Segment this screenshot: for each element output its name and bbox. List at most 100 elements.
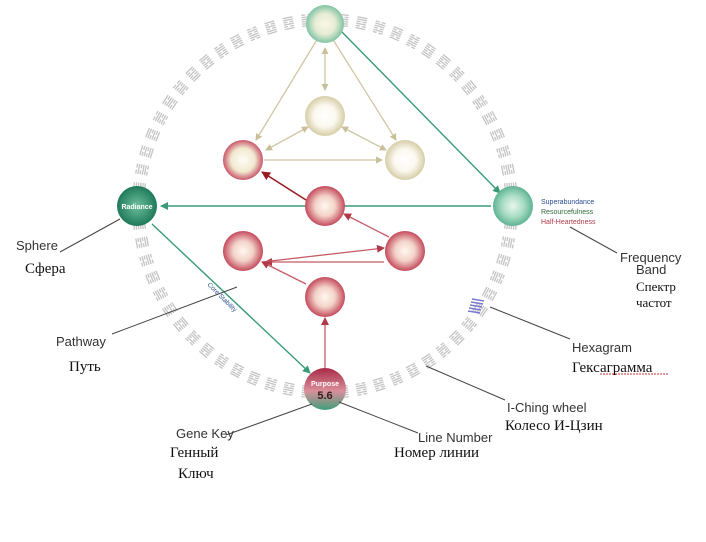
- hexagram-line: [151, 130, 157, 140]
- hexagram-line: [398, 30, 403, 34]
- hexagram-line: [461, 70, 465, 75]
- sphere-mid-left: [223, 231, 263, 271]
- hexagram-line: [489, 275, 493, 281]
- hexagram-line: [511, 163, 515, 174]
- hexagram-line: [409, 35, 420, 42]
- hexagram-line: [389, 36, 400, 42]
- hexagram-line: [247, 378, 252, 382]
- hexagram-line: [205, 342, 215, 350]
- hexagram-line: [230, 370, 241, 377]
- hexagram-glyph-mark: [145, 127, 161, 142]
- hexagram-line: [178, 326, 182, 331]
- hexagram-line: [485, 113, 489, 119]
- hexagram-line: [509, 237, 513, 249]
- hexagram-line: [253, 30, 259, 33]
- hexagram-line: [421, 52, 431, 59]
- hexagram-line: [455, 340, 459, 345]
- hexagram-line: [421, 353, 431, 360]
- hexagram-line: [143, 145, 146, 151]
- hexagram-line: [379, 28, 384, 31]
- hexagram-line: [250, 370, 261, 376]
- hexagram-glyph-mark: [405, 33, 421, 50]
- hexagram-line: [505, 243, 508, 248]
- hexagram-line: [185, 66, 194, 75]
- hexagram-line: [474, 99, 481, 109]
- hexagram-line: [191, 67, 195, 72]
- hexagram-line: [373, 380, 378, 384]
- hexagram-glyph-mark: [389, 26, 404, 42]
- hexagram-line: [362, 388, 367, 391]
- hexagram-line: [497, 128, 503, 139]
- hexagram-line: [453, 334, 462, 343]
- freq-resourcefulness: Resourcefulness: [541, 209, 594, 216]
- hexagram-line: [438, 345, 447, 353]
- hexagram-glyph-mark: [435, 342, 452, 359]
- spheres: [117, 5, 533, 410]
- hexagram-line: [158, 288, 162, 293]
- hexagram-line: [145, 127, 151, 138]
- hexagram-line: [495, 129, 499, 134]
- hexagram-line: [224, 356, 229, 360]
- hexagram-line: [136, 163, 139, 168]
- hexagram-line: [198, 53, 208, 62]
- hexagram-line: [356, 18, 368, 22]
- hexagram-line: [375, 387, 386, 392]
- hexagram-line: [439, 57, 444, 61]
- hexagram-line: [267, 377, 272, 380]
- hexagram-glyph-mark: [500, 236, 515, 249]
- hexagram-line: [217, 51, 222, 56]
- hexagram-line: [185, 337, 189, 342]
- hexagram-line: [428, 356, 433, 361]
- hexagram-line: [149, 253, 153, 258]
- hexagram-line: [427, 43, 437, 50]
- hexagram-line: [484, 99, 488, 104]
- hexagram-line: [423, 48, 428, 52]
- hexagram-line: [435, 62, 445, 70]
- hexagram-glyph-mark: [185, 329, 202, 346]
- hexagram-line: [408, 371, 413, 375]
- hexagram-line: [411, 364, 417, 368]
- hexagram-line: [468, 322, 476, 331]
- hexagram-line: [378, 32, 383, 35]
- hexagram-line: [380, 385, 386, 388]
- hexagram-line: [391, 376, 402, 382]
- hexagram-glyph-mark: [152, 286, 169, 302]
- hexagram-glyph-mark: [496, 145, 511, 159]
- hexagram-line: [248, 32, 253, 36]
- hexagram-line: [450, 72, 459, 81]
- hexagram-line: [475, 98, 483, 108]
- hexagram-line: [204, 352, 209, 357]
- hexagram-glyph-mark: [481, 286, 498, 302]
- hexagram-line: [511, 244, 514, 249]
- purpose-label: Purpose: [311, 381, 339, 388]
- hexagram-line: [247, 28, 258, 34]
- hexagram-line: [152, 291, 156, 296]
- hexagram-glyph-mark: [152, 110, 169, 126]
- hexagram-line: [163, 306, 171, 316]
- hexagram-line: [250, 38, 256, 42]
- label-freq-ru-1: Спектр: [636, 279, 676, 294]
- hexagram-line: [151, 129, 155, 134]
- hexagram-line: [500, 242, 503, 247]
- hexagram-line: [246, 28, 251, 32]
- hexagram-line: [154, 111, 161, 122]
- hexagram-line: [192, 338, 197, 343]
- hexagram-line: [491, 271, 497, 281]
- hexagram-line: [374, 24, 385, 29]
- hexagram-glyph-mark: [435, 53, 452, 70]
- hexagram-line: [393, 26, 404, 32]
- hexagram-line: [167, 304, 175, 314]
- hexagram-line: [178, 84, 186, 93]
- hexagram-line: [468, 81, 472, 86]
- hexagram-line: [290, 385, 295, 388]
- hexagram-line: [270, 22, 275, 25]
- hexagram-line: [390, 34, 395, 37]
- hexagram-line: [219, 353, 224, 357]
- hexagram-line: [151, 272, 157, 282]
- hexagram-line: [462, 317, 471, 327]
- hexagram-line: [204, 343, 209, 348]
- hexagram-line: [253, 381, 258, 384]
- hexagram-line: [206, 57, 211, 61]
- hexagram-glyph-mark: [198, 53, 215, 70]
